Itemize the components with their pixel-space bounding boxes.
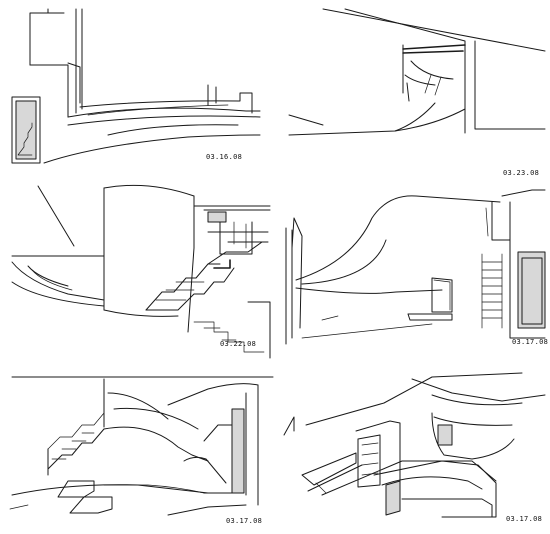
sketch-drawing-2	[288, 8, 546, 136]
sketch-date-2: 03.23.08	[503, 169, 540, 177]
sketch-date-6: 03.17.08	[506, 515, 543, 523]
sketch-drawing-3	[11, 184, 271, 359]
sketch-date-1: 03.16.08	[206, 153, 243, 161]
sketch-panel-4: 03.17.08	[282, 188, 549, 350]
sketch-date-4: 03.17.08	[512, 338, 549, 346]
sketch-panel-5: 03.17.08	[8, 365, 274, 530]
sketch-panel-3: 03.22.08	[8, 182, 271, 359]
sketch-date-3: 03.22.08	[220, 340, 257, 348]
sketch-drawing-6	[283, 372, 546, 518]
sketch-date-5: 03.17.08	[226, 517, 263, 525]
sketch-panel-6: 03.17.08	[282, 365, 546, 530]
sketch-drawing-4	[285, 189, 546, 345]
sketch-drawing-5	[9, 376, 274, 516]
sketch-panel-1: 03.16.08	[8, 5, 261, 183]
sketch-drawing-1	[11, 8, 261, 164]
sketch-panel-2: 03.23.08	[285, 5, 546, 183]
